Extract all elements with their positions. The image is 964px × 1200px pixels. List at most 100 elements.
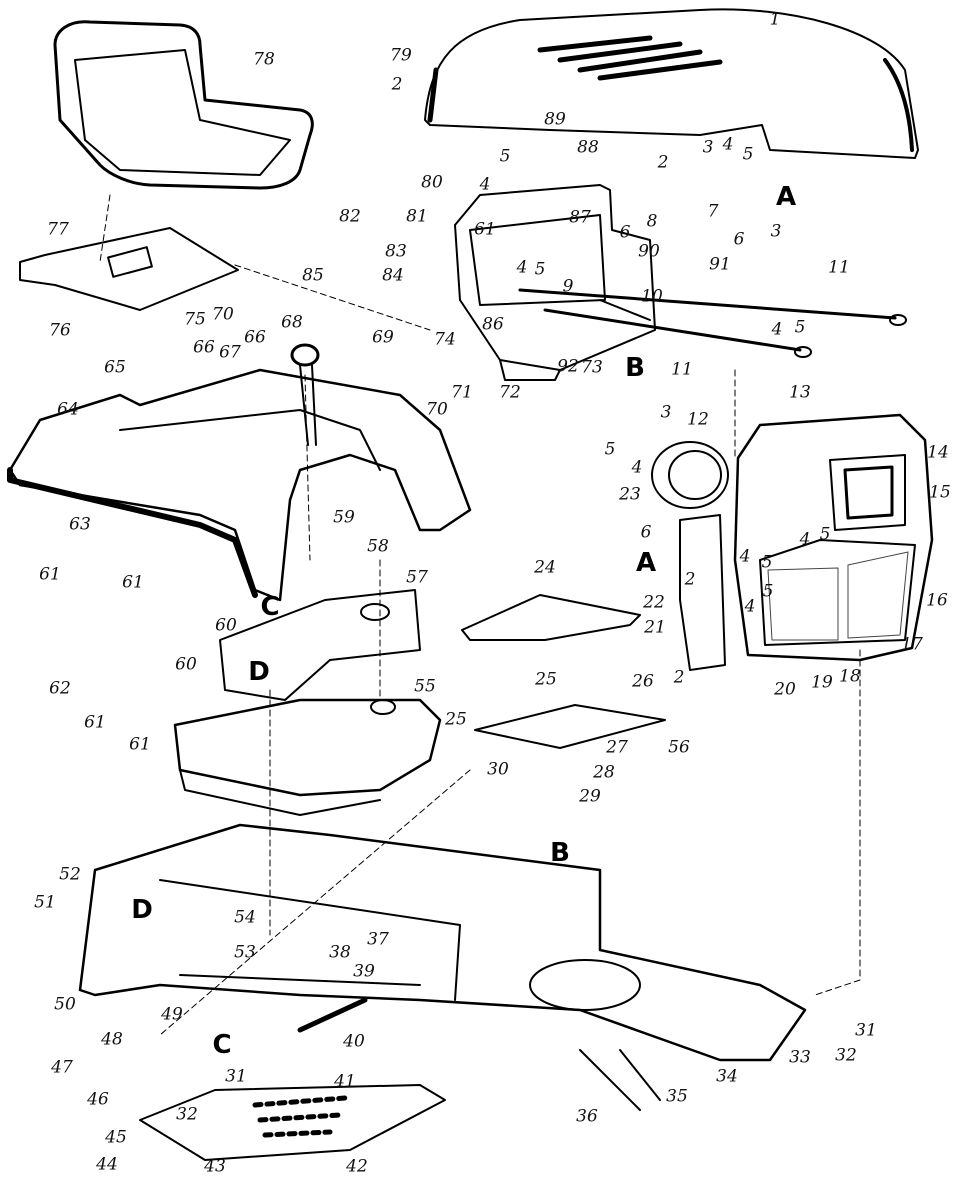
fender-part	[7, 368, 472, 602]
callout-76: 76	[49, 320, 71, 341]
callout-40: 40	[343, 1031, 365, 1052]
callout-69: 69	[372, 327, 394, 348]
callout-70: 70	[212, 304, 234, 325]
leader-lines	[99, 194, 861, 1036]
callout-47: 47	[51, 1057, 73, 1078]
callout-3: 3	[770, 221, 782, 242]
callout-26: 26	[632, 671, 654, 692]
callout-29: 29	[579, 786, 601, 807]
ref-letter-c: C	[260, 592, 280, 622]
callout-85: 85	[302, 265, 324, 286]
ref-letter-d: D	[131, 895, 153, 925]
callout-36: 36	[576, 1106, 598, 1127]
callout-5: 5	[742, 144, 754, 165]
callout-5: 5	[762, 581, 774, 602]
callout-3: 3	[660, 402, 672, 423]
tie-rods-part	[518, 288, 907, 358]
callout-4: 4	[631, 457, 643, 478]
callout-88: 88	[577, 137, 599, 158]
callout-73: 73	[581, 357, 603, 378]
callout-15: 15	[929, 482, 951, 503]
callout-38: 38	[329, 942, 351, 963]
footrest-part	[139, 1084, 446, 1161]
callout-91: 91	[709, 254, 731, 275]
shift-lever-part	[290, 343, 320, 446]
callout-84: 84	[382, 265, 404, 286]
callout-33: 33	[789, 1047, 811, 1068]
callout-12: 12	[687, 409, 709, 430]
callout-32: 32	[176, 1104, 198, 1125]
ref-letter-a: A	[635, 548, 657, 578]
callout-5: 5	[761, 552, 773, 573]
callout-4: 4	[799, 529, 811, 550]
callout-24: 24	[534, 557, 556, 578]
callout-65: 65	[104, 357, 126, 378]
fuel-tank-part	[173, 698, 442, 816]
frame-part	[78, 823, 807, 1111]
callout-61: 61	[474, 219, 496, 240]
callout-37: 37	[367, 929, 389, 950]
callout-22: 22	[643, 592, 665, 613]
callout-70: 70	[426, 399, 448, 420]
callout-56: 56	[668, 737, 690, 758]
ref-letter-d: D	[248, 657, 270, 687]
seat-bracket-part	[19, 227, 239, 311]
callout-60: 60	[175, 654, 197, 675]
callout-4: 4	[516, 257, 528, 278]
callout-82: 82	[339, 206, 361, 227]
callout-16: 16	[926, 590, 948, 611]
shaft-part	[297, 997, 368, 1033]
callout-66: 66	[244, 327, 266, 348]
callout-46: 46	[87, 1089, 109, 1110]
callout-27: 27	[606, 737, 628, 758]
callout-1: 1	[769, 9, 781, 30]
callout-61: 61	[84, 712, 106, 733]
callout-31: 31	[855, 1020, 877, 1041]
callout-14: 14	[927, 442, 949, 463]
callout-67: 67	[219, 342, 241, 363]
callout-2: 2	[673, 667, 685, 688]
callout-35: 35	[666, 1086, 688, 1107]
callout-3: 3	[702, 137, 714, 158]
floor-plate-part	[474, 704, 666, 749]
callout-92: 92	[557, 356, 579, 377]
callout-72: 72	[499, 382, 521, 403]
callout-51: 51	[34, 892, 56, 913]
callout-4: 4	[722, 134, 734, 155]
headlight-part	[651, 441, 729, 509]
callout-71: 71	[451, 382, 473, 403]
callout-23: 23	[619, 484, 641, 505]
callout-25: 25	[535, 669, 557, 690]
callout-28: 28	[593, 762, 615, 783]
callout-8: 8	[646, 211, 658, 232]
callout-79: 79	[390, 45, 412, 66]
battery-cover-part	[461, 594, 641, 641]
callout-6: 6	[733, 229, 745, 250]
callout-5: 5	[794, 317, 806, 338]
callout-61: 61	[39, 564, 61, 585]
callout-77: 77	[47, 219, 69, 240]
callout-20: 20	[774, 679, 796, 700]
callout-80: 80	[421, 172, 443, 193]
callout-44: 44	[96, 1154, 118, 1175]
callout-75: 75	[184, 309, 206, 330]
grille-part	[733, 413, 934, 662]
callout-43: 43	[204, 1156, 226, 1177]
mounting-bracket-part	[219, 589, 421, 701]
callout-4: 4	[739, 546, 751, 567]
callout-89: 89	[544, 109, 566, 130]
callout-90: 90	[638, 241, 660, 262]
callout-53: 53	[234, 942, 256, 963]
callout-78: 78	[253, 49, 275, 70]
callout-57: 57	[406, 567, 428, 588]
callout-48: 48	[101, 1029, 123, 1050]
callout-64: 64	[57, 399, 79, 420]
callout-13: 13	[789, 382, 811, 403]
callout-60: 60	[215, 615, 237, 636]
callout-7: 7	[707, 201, 719, 222]
callout-61: 61	[129, 734, 151, 755]
callout-61: 61	[122, 572, 144, 593]
callout-87: 87	[569, 207, 591, 228]
callout-11: 11	[828, 257, 850, 278]
